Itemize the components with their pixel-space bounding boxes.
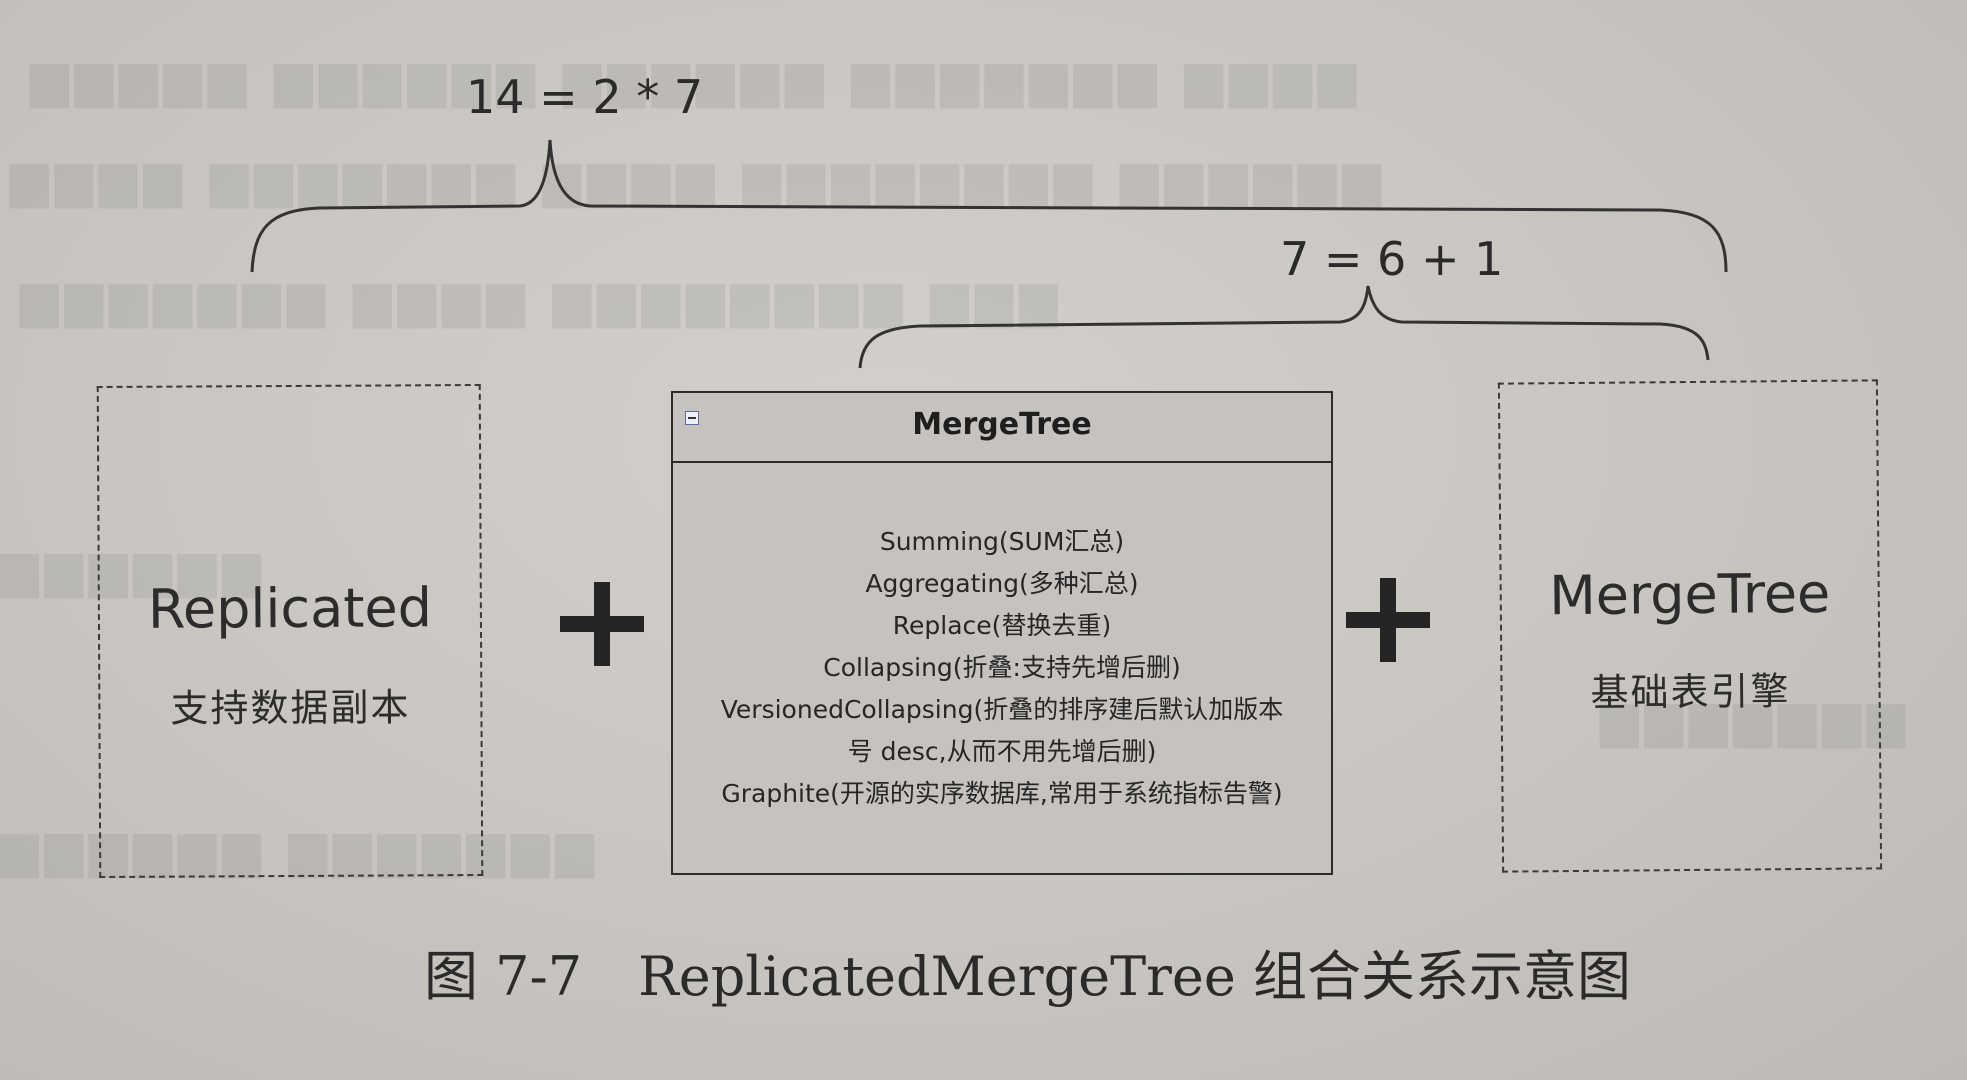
variant-item: Graphite(开源的实序数据库,常用于系统指标告警) [721, 779, 1283, 808]
plus-icon [1346, 578, 1430, 662]
page-bleed-texture: ▆▆▆▆▆▆ [0, 540, 267, 598]
page-bleed-texture: ▆▆▆▆▆▆▆ ▆▆▆▆ ▆▆▆▆▆▆▆▆ ▆▆▆ [20, 270, 1064, 328]
outer-brace [250, 139, 1728, 273]
page-bleed-texture: ▆▆▆▆ ▆▆▆▆▆▆▆ ▆▆▆▆ ▆▆▆▆▆▆▆▆ ▆▆▆▆▆▆ [10, 150, 1387, 208]
variant-item: Aggregating(多种汇总) [865, 569, 1139, 598]
variant-item: Summing(SUM汇总) [879, 527, 1125, 556]
page-bleed-texture: ▆▆▆▆▆▆ ▆▆▆▆▆▆▆ [0, 820, 600, 878]
figure-caption-text: ReplicatedMergeTree 组合关系示意图 [638, 945, 1632, 1008]
page-bleed-texture: ▆▆▆▆▆ ▆▆▆▆▆▆ ▆▆▆▆▆▆ ▆▆▆▆▆▆▆ ▆▆▆▆ [30, 50, 1363, 108]
collapse-minus-icon[interactable] [685, 411, 699, 425]
mergetree-base-title: MergeTree [1548, 561, 1831, 628]
mergetree-variants-box: MergeTree Summing(SUM汇总) Aggregating(多种汇… [671, 391, 1333, 875]
mergetree-variants-title: MergeTree [912, 407, 1092, 442]
variant-item: Replace(替换去重) [892, 611, 1112, 640]
page-bleed-texture: ▆▆▆▆▆▆▆ [1600, 690, 1912, 748]
variant-item: 号 desc,从而不用先增后删) [847, 737, 1157, 766]
mergetree-base-box: MergeTree 基础表引擎 [1497, 379, 1883, 873]
replicated-title: Replicated [147, 576, 433, 641]
variant-item: VersionedCollapsing(折叠的排序建后默认加版本 [720, 695, 1284, 724]
outer-brace-equation: 14 = 2 * 7 [466, 70, 704, 124]
mergetree-variants-list: Summing(SUM汇总) Aggregating(多种汇总) Replace… [673, 521, 1331, 815]
figure-caption: 图 7-7 ReplicatedMergeTree 组合关系示意图 [424, 932, 1631, 1011]
replicated-subtitle: 支持数据副本 [170, 685, 411, 731]
mergetree-base-subtitle: 基础表引擎 [1590, 669, 1791, 715]
plus-icon [560, 582, 644, 666]
mergetree-variants-header: MergeTree [673, 393, 1331, 463]
figure-label: 图 7-7 [424, 945, 583, 1008]
variant-item: Collapsing(折叠:支持先增后删) [823, 653, 1181, 682]
inner-brace [858, 285, 1710, 369]
inner-brace-equation: 7 = 6 + 1 [1280, 232, 1504, 286]
replicated-box: Replicated 支持数据副本 [96, 383, 484, 879]
